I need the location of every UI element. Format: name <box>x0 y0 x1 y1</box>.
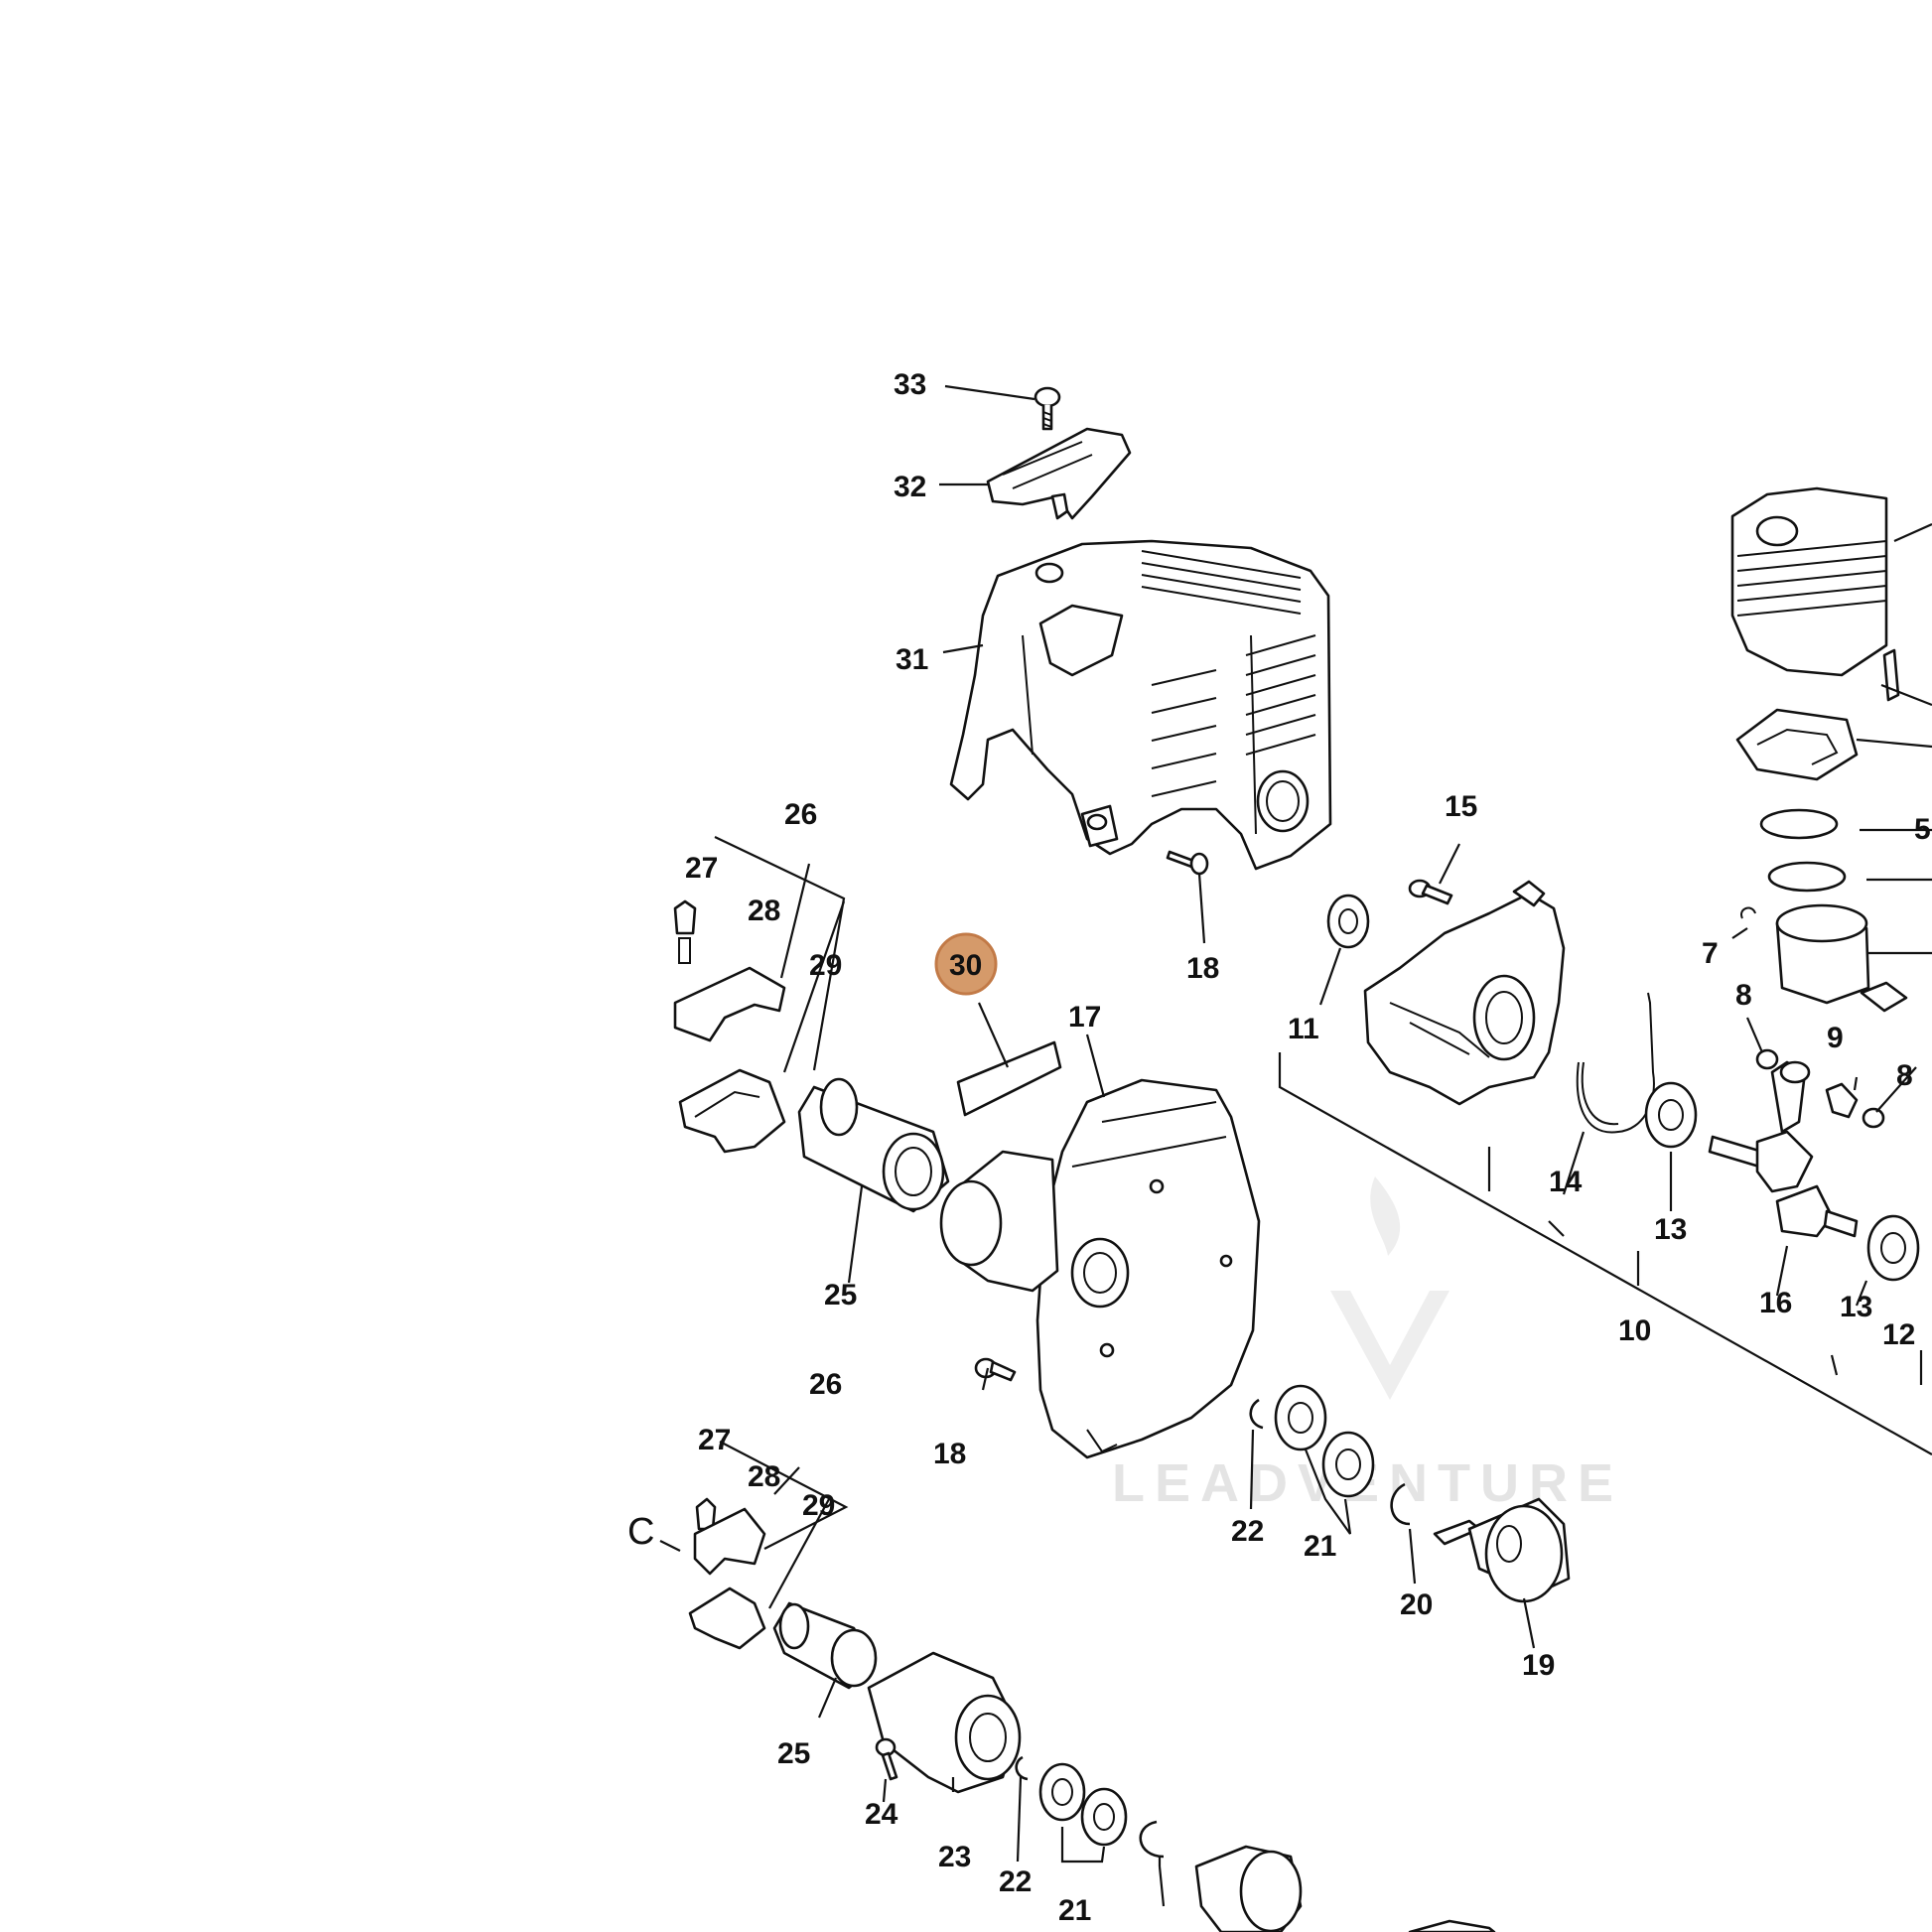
tube-clamp-25-lower <box>772 1601 878 1690</box>
callout-27-lower: 27 <box>698 1424 731 1456</box>
callout-13-right: 13 <box>1840 1291 1872 1323</box>
callout-18-upper: 18 <box>1186 952 1219 985</box>
housing-23 <box>867 1651 1022 1794</box>
callout-29-lower: 29 <box>802 1489 835 1522</box>
callout-12: 12 <box>1882 1318 1915 1351</box>
clamp-group-lower <box>688 1497 766 1650</box>
callout-22-upper: 22 <box>1231 1515 1264 1548</box>
callout-21-lower: 21 <box>1058 1894 1091 1927</box>
callout-28-lower: 28 <box>748 1460 780 1493</box>
callout-c: C <box>627 1511 654 1553</box>
callout-28-upper: 28 <box>748 895 780 927</box>
crankcase-half <box>1363 880 1566 1106</box>
callout-23: 23 <box>938 1841 971 1873</box>
callout-33: 33 <box>894 368 926 401</box>
callout-16: 16 <box>1759 1287 1792 1319</box>
crankshaft-16 <box>1708 1060 1859 1238</box>
callout-19: 19 <box>1522 1649 1555 1682</box>
callout-15: 15 <box>1445 790 1477 823</box>
bearing-13-left <box>1644 1081 1698 1149</box>
callout-8-right: 8 <box>1896 1059 1913 1092</box>
bearing-11 <box>1326 894 1370 949</box>
callout-26-upper: 26 <box>784 798 817 831</box>
callout-29-upper: 29 <box>809 949 842 982</box>
callout-25-lower: 25 <box>777 1737 810 1770</box>
callout-13-left: 13 <box>1654 1213 1687 1246</box>
label-plate-30 <box>956 1040 1062 1117</box>
callout-8-left: 8 <box>1735 979 1752 1012</box>
callout-14: 14 <box>1549 1166 1583 1198</box>
handle-cover-32 <box>986 427 1132 520</box>
clutch-drum-19 <box>1433 1497 1571 1603</box>
callout-21-upper: 21 <box>1304 1530 1336 1563</box>
clutch-drum-lower <box>1194 1845 1496 1932</box>
callout-26-lower: 26 <box>809 1368 842 1401</box>
bearings-upper <box>1249 1384 1411 1526</box>
engine-shroud-31 <box>949 539 1332 871</box>
cylinder-assembly <box>1730 486 1908 1013</box>
screw-33 <box>1034 386 1061 431</box>
needle-bearing-9 <box>1755 1048 1885 1129</box>
fan-housing-17 <box>939 1078 1261 1459</box>
callout-11: 11 <box>1288 1013 1319 1045</box>
callout-7: 7 <box>1702 937 1719 970</box>
gasket-14 <box>1576 992 1655 1134</box>
clamp-group-upper <box>673 899 786 1154</box>
bearings-lower <box>1015 1755 1165 1859</box>
highlight-circle-30 <box>934 932 998 996</box>
callout-5: 5 <box>1914 813 1931 846</box>
bearing-13-right <box>1866 1214 1920 1282</box>
callout-17: 17 <box>1068 1001 1101 1034</box>
callout-18-lower: 18 <box>933 1438 966 1470</box>
callout-10: 10 <box>1618 1314 1651 1347</box>
screw-24 <box>875 1737 898 1781</box>
callout-32: 32 <box>894 471 926 503</box>
screw-18-lower <box>974 1357 1017 1382</box>
callout-30: 30 <box>949 949 982 982</box>
screw-18-upper <box>1166 850 1209 876</box>
leader-lines <box>659 384 1932 1907</box>
callout-27-upper: 27 <box>685 852 718 885</box>
callout-labels: 33 32 31 26 27 28 29 30 17 18 25 18 15 1… <box>627 368 1931 1927</box>
callout-20: 20 <box>1400 1588 1433 1621</box>
callout-9: 9 <box>1827 1022 1844 1054</box>
tube-clamp-25-upper <box>797 1077 950 1213</box>
callout-25-upper: 25 <box>824 1279 857 1311</box>
callout-22-lower: 22 <box>999 1865 1032 1898</box>
callout-31: 31 <box>896 643 928 676</box>
screw-15 <box>1408 879 1453 905</box>
callout-24: 24 <box>865 1798 898 1831</box>
